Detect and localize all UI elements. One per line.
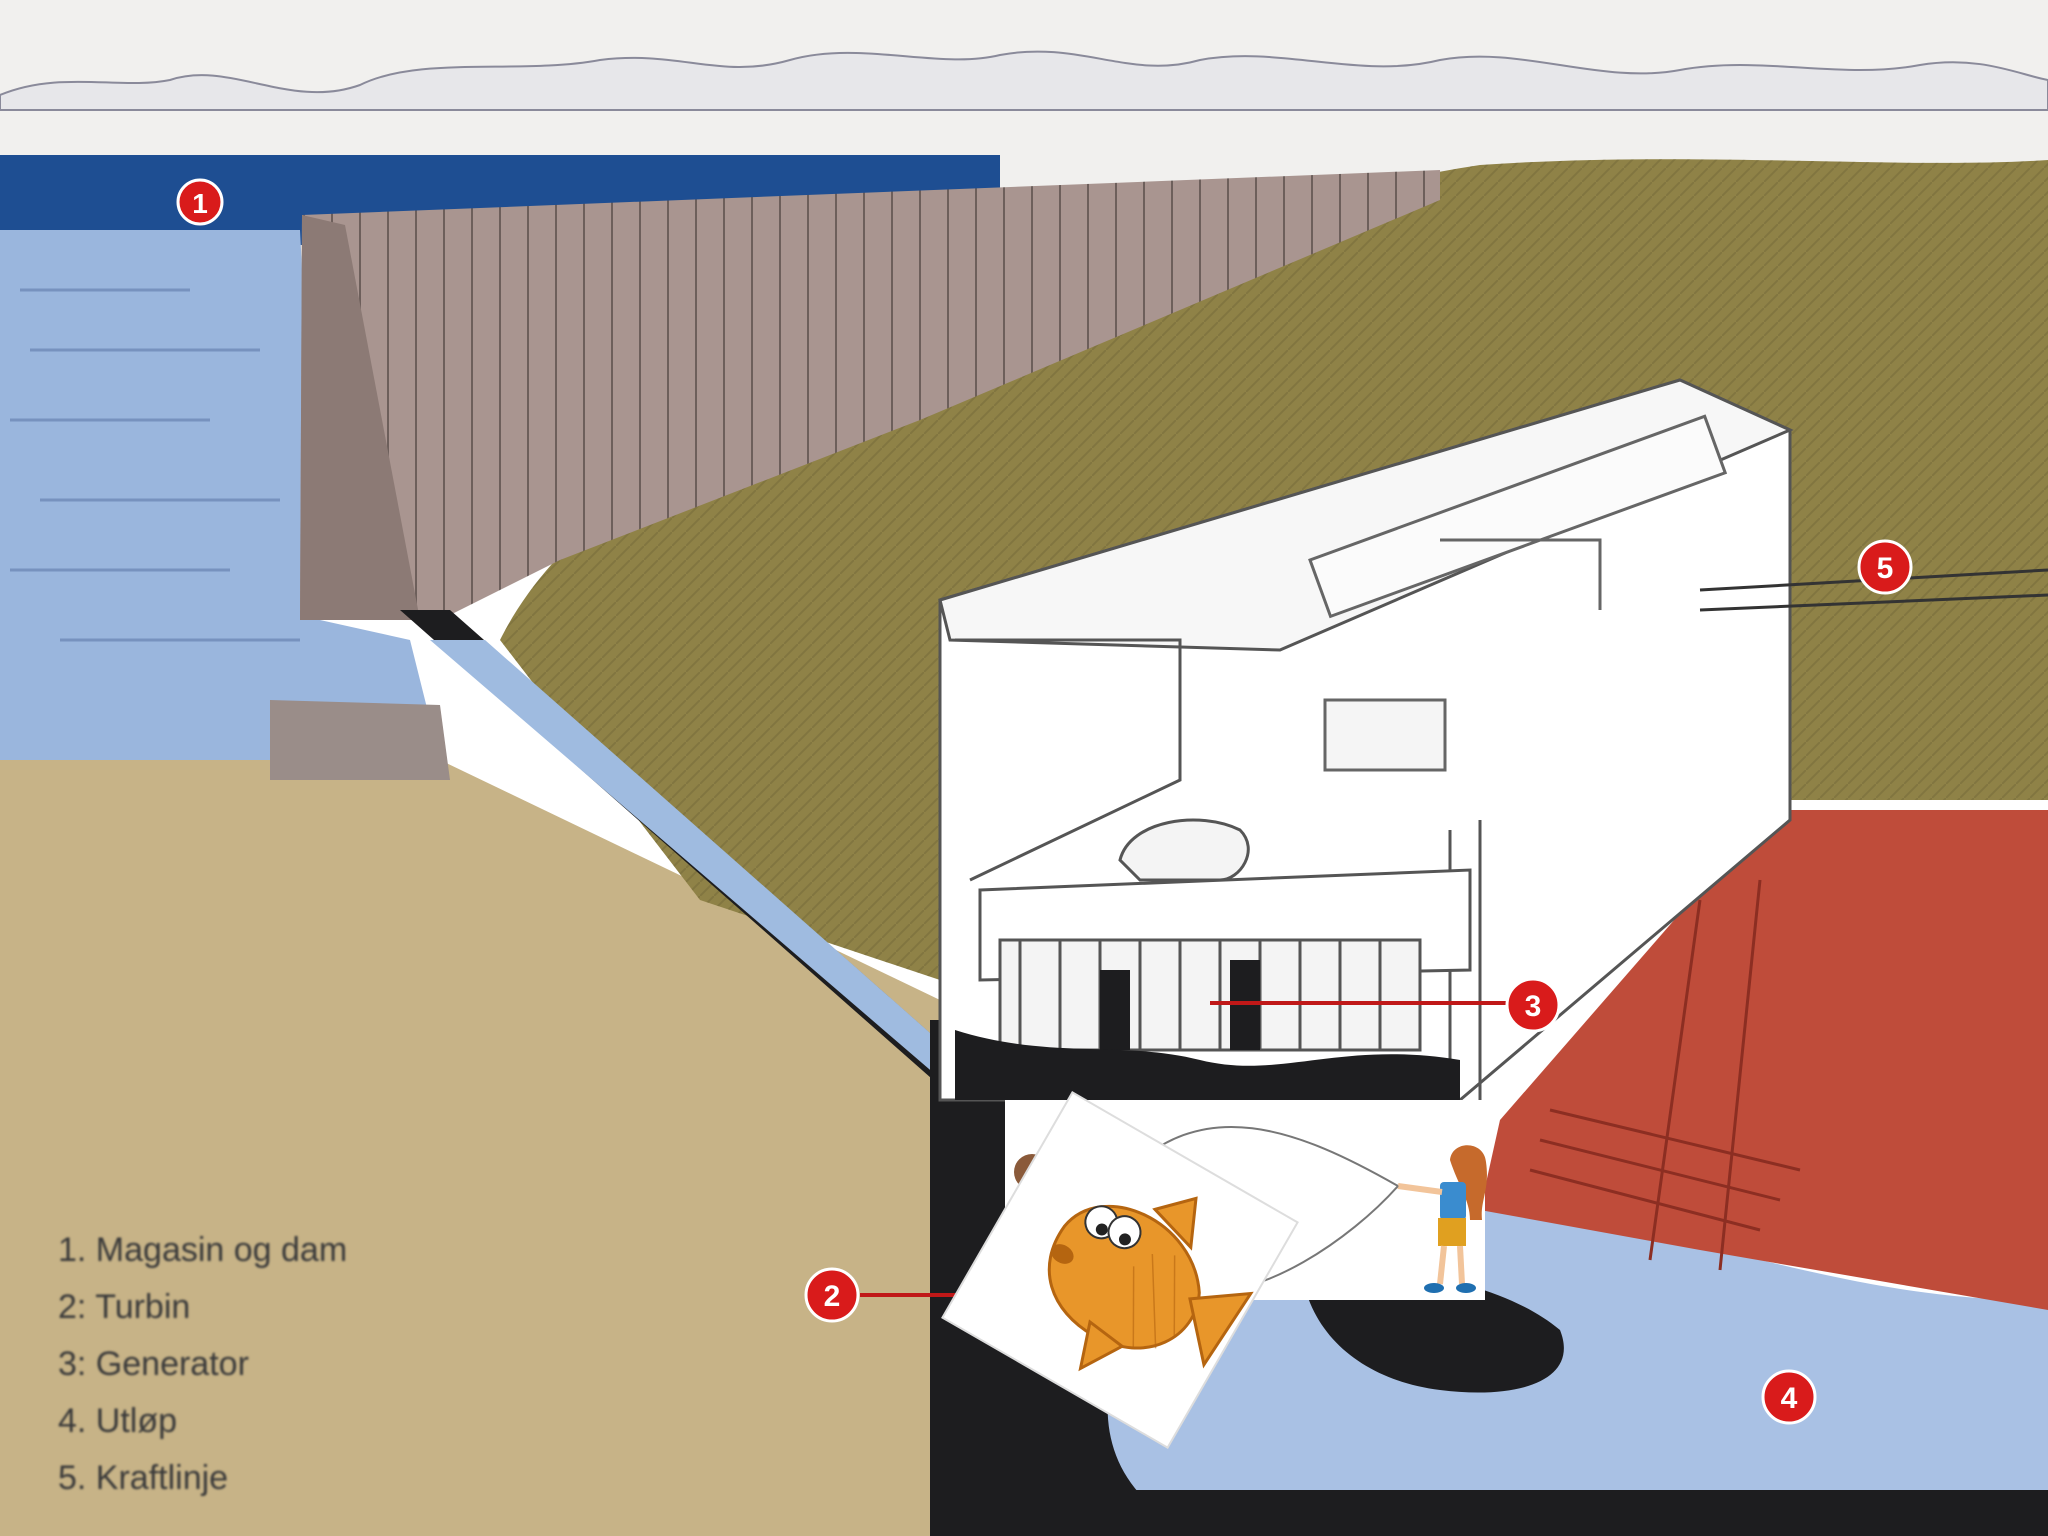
marker-3-label: 3	[1525, 990, 1542, 1023]
dam-base	[270, 700, 450, 780]
marker-5-label: 5	[1877, 552, 1894, 585]
legend: 1. Magasin og dam 2: Turbin 3: Generator…	[58, 1222, 578, 1507]
marker-1-label: 1	[192, 188, 208, 219]
legend-item-reservoir: 1. Magasin og dam	[58, 1222, 578, 1279]
legend-item-outlet: 4. Utløp	[58, 1393, 578, 1450]
legend-item-power-line: 5. Kraftlinje	[58, 1450, 578, 1507]
marker-1: 1	[178, 180, 222, 224]
marker-4-label: 4	[1781, 1382, 1798, 1415]
marker-4: 4	[1763, 1371, 1815, 1423]
legend-item-turbine: 2: Turbin	[58, 1279, 578, 1336]
marker-2-label: 2	[824, 1280, 841, 1313]
marker-5: 5	[1859, 541, 1911, 593]
bedrock	[930, 1490, 2048, 1536]
marker-3: 3	[1507, 979, 1559, 1031]
marker-2: 2	[806, 1269, 858, 1321]
legend-item-generator: 3: Generator	[58, 1336, 578, 1393]
